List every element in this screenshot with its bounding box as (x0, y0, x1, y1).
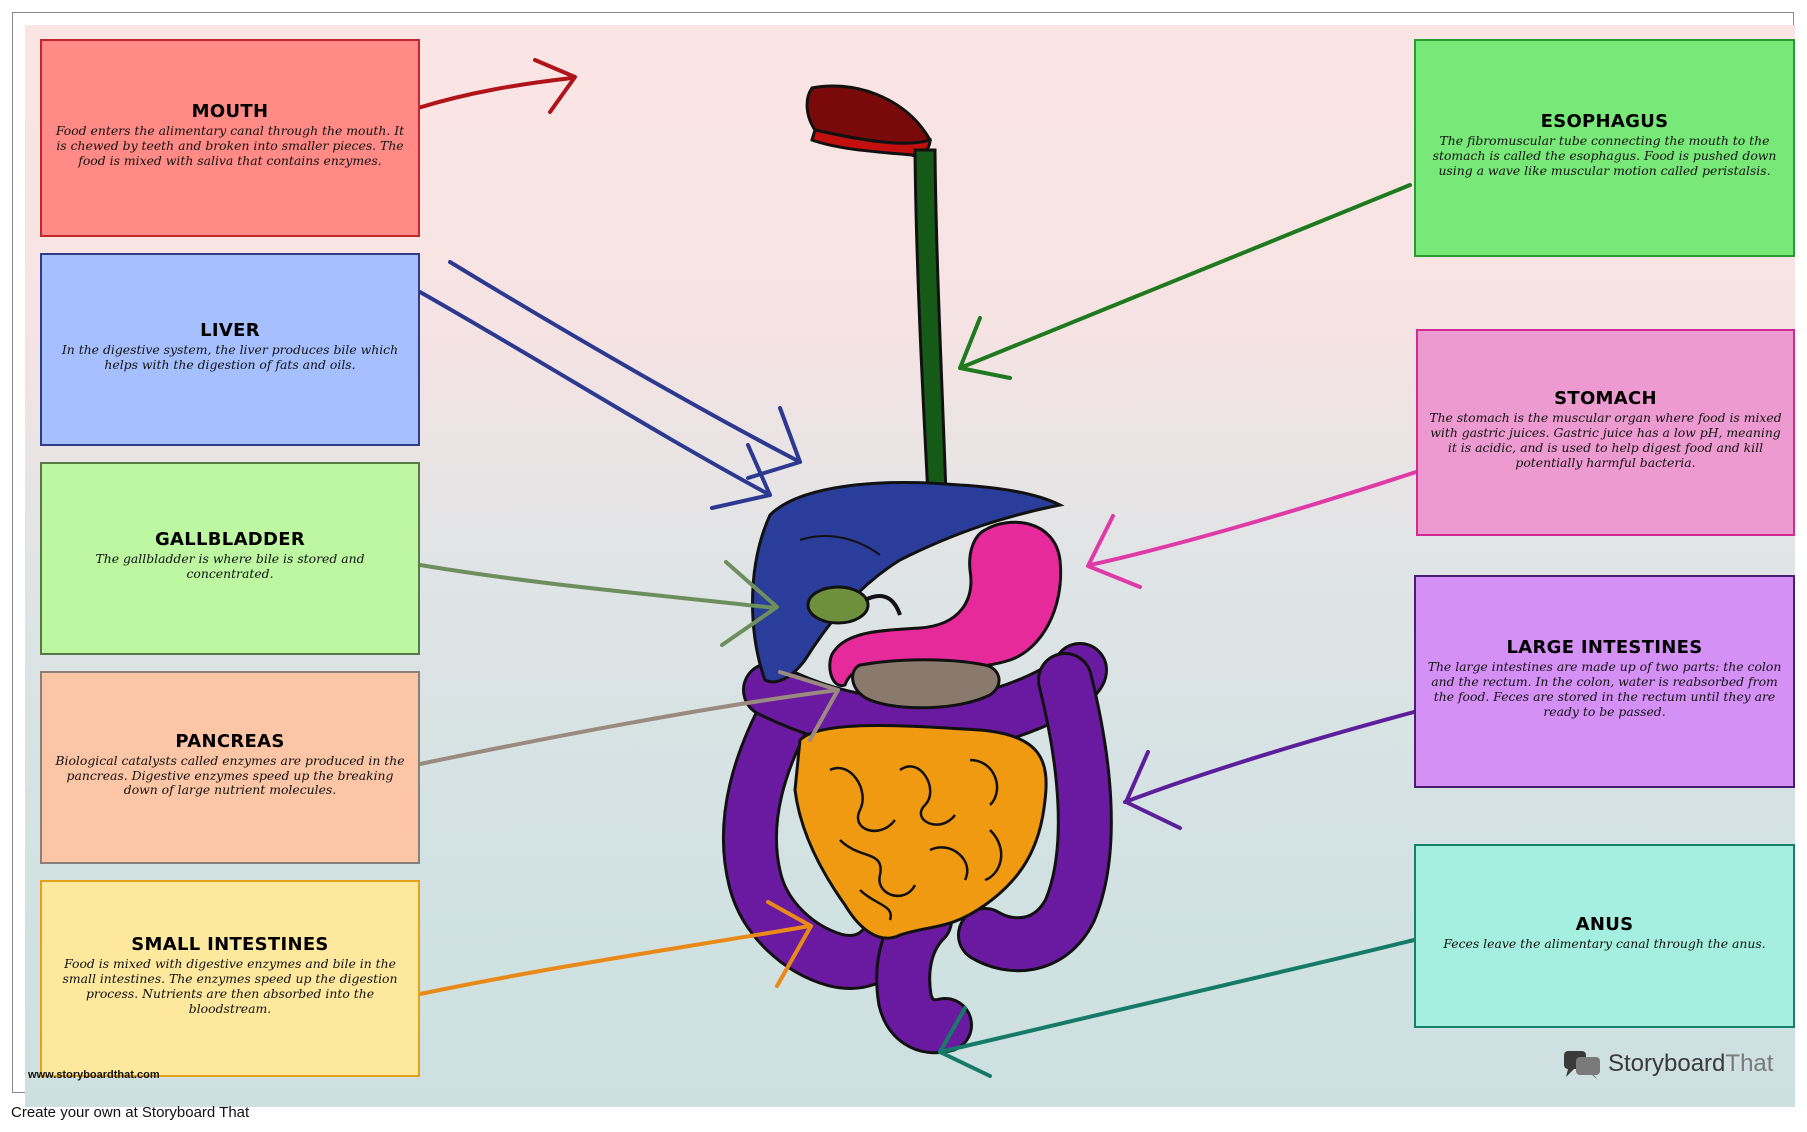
anus-title: ANUS (1575, 914, 1634, 936)
anus-box: ANUS Feces leave the alimentary canal th… (1414, 844, 1795, 1028)
brand-name-part2: That (1725, 1050, 1774, 1077)
pancreas-box: PANCREAS Biological catalysts called enz… (40, 671, 420, 864)
storyboard-chat-icon (1564, 1051, 1600, 1080)
esophagus-description: The fibromuscular tube connecting the mo… (1432, 133, 1777, 178)
watermark-url: www.storyboardthat.com (28, 1069, 160, 1081)
small-intestines-title: SMALL INTESTINES (131, 934, 329, 956)
gallbladder-box: GALLBLADDER The gallbladder is where bil… (40, 462, 420, 655)
stomach-description: The stomach is the muscular organ where … (1429, 410, 1782, 470)
large-intestine-organ (721, 642, 1113, 1055)
small-intestine-organ (793, 724, 1048, 940)
stomach-title: STOMACH (1554, 388, 1657, 410)
esophagus-organ (913, 148, 948, 497)
large-intestines-arrow (1123, 710, 1416, 830)
liver-box: LIVER In the digestive system, the liver… (40, 253, 420, 446)
gallbladder-arrow (418, 560, 779, 647)
esophagus-arrow (958, 183, 1412, 380)
anus-arrow (938, 938, 1416, 1078)
large-intestines-title: LARGE INTESTINES (1506, 637, 1703, 659)
brand-name-part1: Storyboard (1608, 1050, 1726, 1077)
large-intestines-description: The large intestines are made up of two … (1427, 659, 1782, 719)
liver-description: In the digestive system, the liver produ… (61, 342, 399, 372)
small-intestines-description: Food is mixed with digestive enzymes and… (62, 956, 398, 1016)
pancreas-organ (851, 658, 1001, 710)
brand-name: StoryboardThat (1608, 1050, 1773, 1078)
gallbladder-organ (806, 585, 870, 625)
small-intestines-arrow (418, 900, 813, 996)
small-intestines-box: SMALL INTESTINES Food is mixed with dige… (40, 880, 420, 1077)
mouth-arrow (416, 58, 577, 114)
pancreas-title: PANCREAS (175, 730, 285, 752)
esophagus-box: ESOPHAGUS The fibromuscular tube connect… (1414, 39, 1795, 257)
liver-organ (751, 481, 1065, 684)
large-intestines-box: LARGE INTESTINES The large intestines ar… (1414, 575, 1795, 788)
mouth-box: MOUTH Food enters the alimentary canal t… (40, 39, 420, 237)
esophagus-title: ESOPHAGUS (1540, 111, 1669, 133)
mouth-title: MOUTH (191, 101, 269, 123)
anus-description: Feces leave the alimentary canal through… (1443, 936, 1766, 952)
footer-link[interactable]: Create your own at Storyboard That (11, 1104, 250, 1121)
liver-arrow (418, 260, 802, 510)
mouth-description: Food enters the alimentary canal through… (55, 123, 405, 168)
storyboardthat-logo[interactable]: StoryboardThat (1562, 1047, 1773, 1081)
mouth-organ (805, 84, 933, 158)
stomach-arrow (1086, 470, 1418, 589)
stomach-box: STOMACH The stomach is the muscular orga… (1416, 329, 1795, 536)
gallbladder-title: GALLBLADDER (154, 529, 306, 551)
gallbladder-description: The gallbladder is where bile is stored … (95, 551, 365, 581)
liver-title: LIVER (200, 320, 260, 342)
pancreas-description: Biological catalysts called enzymes are … (55, 752, 405, 798)
pancreas-arrow (418, 670, 840, 766)
